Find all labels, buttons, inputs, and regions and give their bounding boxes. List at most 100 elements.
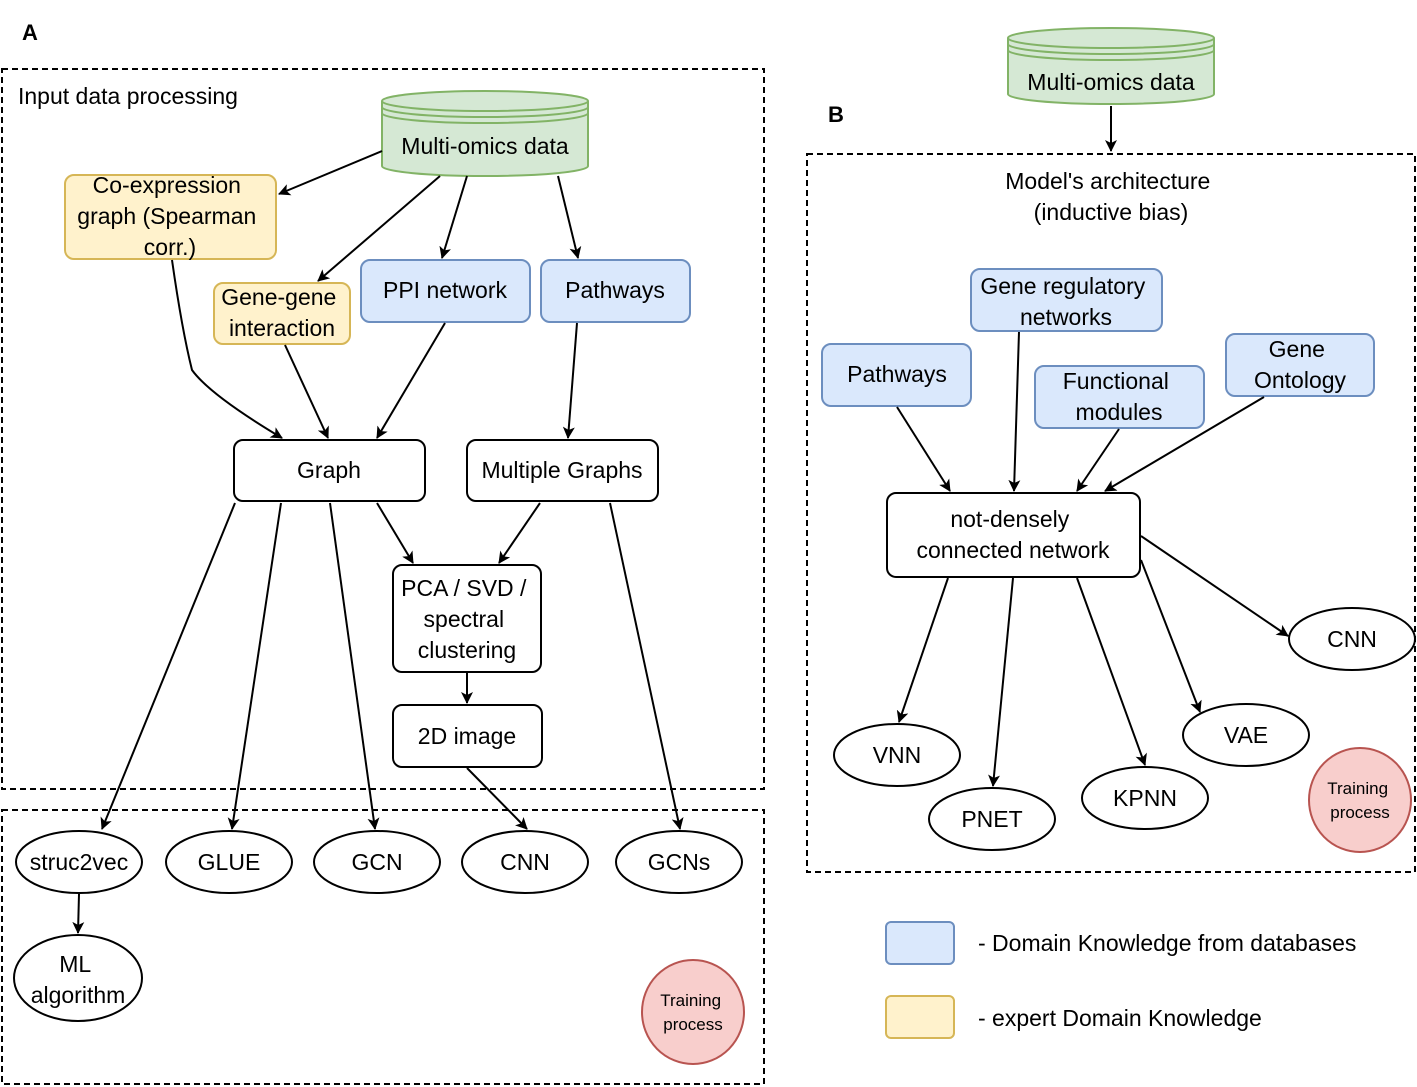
arrow-gene-ontology-to-network [1104,396,1265,492]
arrow-network-to-vae [1140,559,1202,713]
svg-text:Gene Ontology: Gene Ontology [1254,336,1347,393]
functional-line-1: Functional [1063,368,1169,394]
coexpression-line-3: corr.) [144,234,196,260]
pnet-node: PNET [928,787,1056,851]
gcns-label: GCNs [648,849,711,875]
training-b-line-1: Training [1327,779,1388,798]
arrow-multiple-graphs-to-pca [498,502,541,564]
svg-text:Training process: Training process [660,991,726,1034]
legend-expert-knowledge: - expert Domain Knowledge [978,1005,1262,1031]
arrow-gene-gene-to-graph [284,344,329,439]
legend: - Domain Knowledge from databases - expe… [885,921,1356,1039]
not-densely-connected-network-box: not-densely connected network [886,492,1141,578]
pca-line-3: clustering [418,637,516,663]
gene-gene-line-2: interaction [229,315,335,341]
multi-omics-db-b: Multi-omics data [1007,27,1215,105]
cnn-label-b: CNN [1327,626,1377,652]
training-process-b: Training process [1308,747,1412,853]
svg-text:ML algorithm: ML algorithm [31,951,126,1008]
arrow-struc2vec-to-ml [72,893,85,934]
gcn-node: GCN [313,830,441,894]
pca-line-2: spectral [424,606,505,632]
training-frame-a [1,809,765,1085]
svg-text:Gene regulatory networks: Gene regulatory networks [980,273,1151,330]
pathways-box-b: Pathways [821,343,972,407]
kpnn-node: KPNN [1081,766,1209,830]
gcn-label: GCN [351,849,402,875]
ppi-network-label: PPI network [383,277,507,303]
arrow-graph-to-gcn [329,502,380,830]
architecture-frame [806,153,1416,873]
pnet-label: PNET [961,806,1022,832]
image-2d-box: 2D image [392,704,543,768]
gene-gene-interaction-box: Gene-gene interaction [213,282,351,345]
gene-regulatory-line-1: Gene regulatory [980,273,1145,299]
legend-blue-swatch [885,921,955,965]
arrow-db-to-ppi [439,175,468,259]
vnn-node: VNN [833,723,961,787]
arrow-pathways-to-multiple-graphs [562,322,578,439]
gene-regulatory-line-2: networks [1020,304,1112,330]
arrow-db-to-gene-gene [317,175,441,282]
struc2vec-label: struc2vec [30,849,128,875]
arrow-network-to-vnn [896,577,949,723]
glue-label: GLUE [198,849,261,875]
graph-label: Graph [297,457,361,483]
graph-box: Graph [233,439,426,502]
functional-modules-box: Functional modules [1034,365,1205,429]
pathways-box-a: Pathways [540,259,691,323]
panel-b-arrows [896,331,1289,787]
arrow-gene-regulatory-to-network [1008,331,1021,492]
glue-node: GLUE [165,830,293,894]
panel-b-letter: B [828,102,844,127]
arrow-graph-to-struc2vec [100,502,236,830]
ml-line-1: ML [59,951,91,977]
pathways-label-a: Pathways [565,277,665,303]
svg-text:Model's architecture (indu: Model's architecture (inductive bias) [1005,168,1216,225]
svg-text:not-densely connected ne: not-densely connected network [916,506,1110,563]
arrow-graph-to-pca [376,502,414,564]
panel-a-letter: A [22,20,38,45]
arrow-ppi-to-graph [376,322,446,439]
pca-svd-box: PCA / SVD / spectral clustering [392,564,542,673]
functional-line-2: modules [1076,399,1163,425]
architecture-title-line-1: Model's architecture [1005,168,1210,194]
arrow-db-to-pathways [557,175,582,259]
arrow-pathways-to-network [896,406,951,492]
svg-text:Co-expression graph (Spe: Co-expression graph (Spearman corr.) [77,172,262,260]
arrow-db-to-coexpression [278,150,383,196]
multi-omics-db-a: Multi-omics data [381,90,589,177]
svg-text:Training process: Training process [1327,779,1393,822]
training-a-line-1: Training [660,991,721,1010]
gene-regulatory-networks-box: Gene regulatory networks [970,268,1163,332]
arrow-functional-to-network [1076,428,1120,492]
arrow-multiple-graphs-to-gcns [609,502,684,830]
arrow-network-to-pnet [988,577,1014,787]
coexpression-line-2: graph (Spearman [77,203,256,229]
struc2vec-node: struc2vec [15,830,143,894]
network-line-1: not-densely [950,506,1069,532]
cnn-node-b: CNN [1288,607,1416,671]
svg-text:Gene-gene interaction: Gene-gene interaction [221,284,342,341]
image-2d-label: 2D image [418,723,516,749]
training-process-a: Training process [641,959,745,1065]
arrow-graph-to-glue [227,502,282,830]
ppi-network-box: PPI network [360,259,531,323]
coexpression-graph-box: Co-expression graph (Spearman corr.) [64,172,277,260]
panel-a-arrows [72,150,684,934]
svg-text:Functional modules: Functional modules [1063,368,1176,425]
network-line-2: connected network [916,537,1110,563]
gene-ontology-box: Gene Ontology [1225,333,1375,397]
input-processing-title: Input data processing [18,83,238,109]
vae-label: VAE [1224,722,1268,748]
vae-node: VAE [1182,703,1310,767]
arrow-network-to-kpnn [1076,577,1147,766]
vnn-label: VNN [873,742,922,768]
cnn-node-a: CNN [461,830,589,894]
pathways-label-b: Pathways [847,361,947,387]
multi-omics-db-a-label: Multi-omics data [401,133,569,159]
multi-omics-db-b-label: Multi-omics data [1027,69,1195,95]
svg-text:PCA / SVD / spectral: PCA / SVD / spectral clustering [401,575,533,663]
multiple-graphs-box: Multiple Graphs [466,439,659,502]
